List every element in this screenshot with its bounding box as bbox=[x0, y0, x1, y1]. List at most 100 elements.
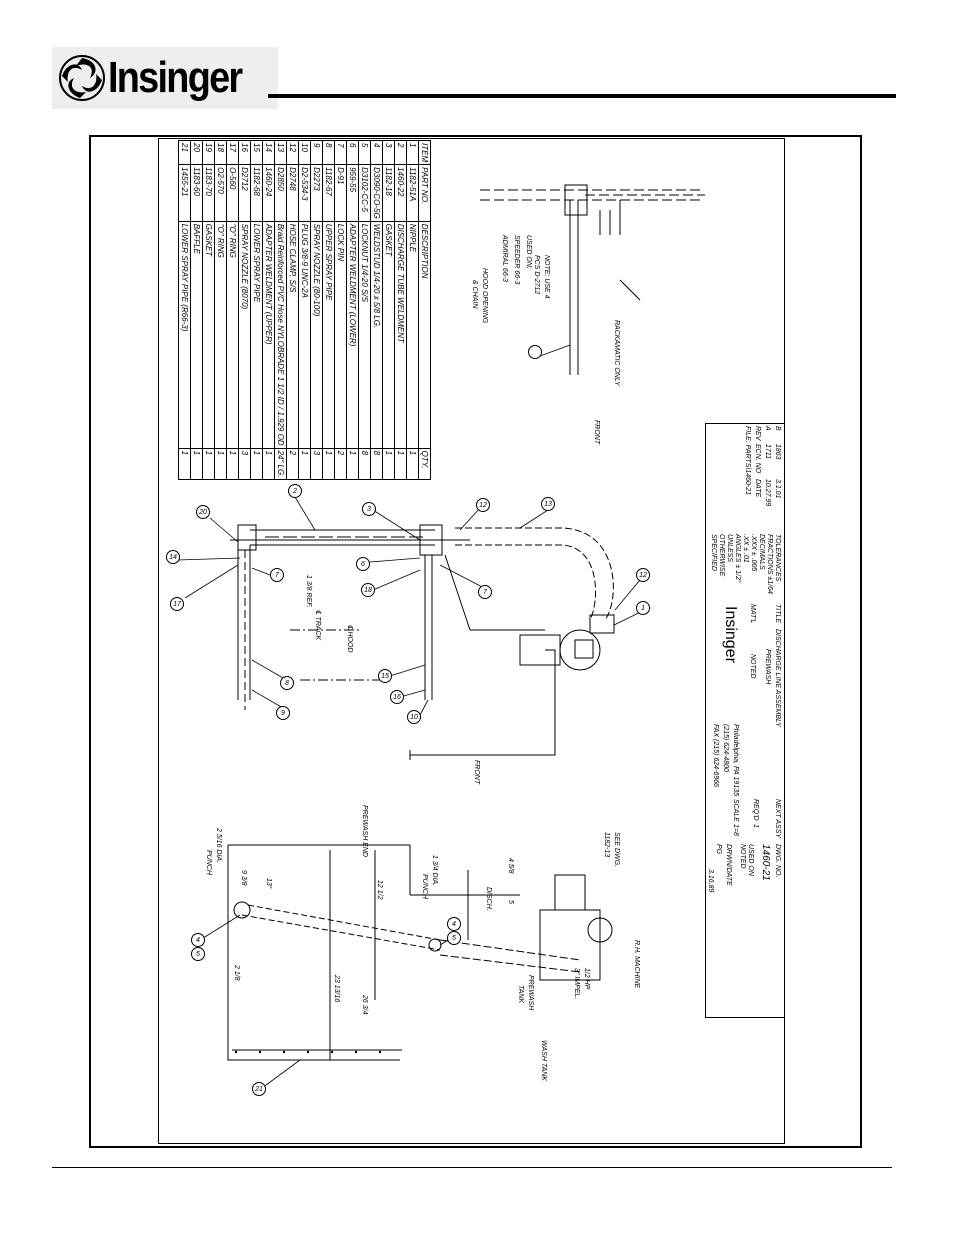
tol-6: UNLESS bbox=[726, 534, 733, 563]
col-item: ITEM bbox=[418, 140, 431, 165]
cell-qty: 1 bbox=[394, 448, 407, 480]
disch-label: DISCH. bbox=[485, 887, 492, 911]
company-fax: FAX (215) 624-6966 bbox=[712, 724, 719, 787]
next-assy-label: NEXT ASSY bbox=[774, 799, 781, 839]
balloon-19: 20 bbox=[196, 505, 210, 519]
cell-description: GASKET bbox=[202, 221, 215, 449]
date-header: DATE bbox=[754, 479, 761, 498]
dim-12-1-2: 12 1/2 bbox=[376, 880, 383, 900]
rev-a-letter: A bbox=[764, 426, 771, 431]
note-label: NOTE: USE 4 bbox=[543, 255, 550, 299]
rev-b-date: 3.1.01 bbox=[774, 479, 781, 499]
title-label: TITLE bbox=[774, 604, 781, 624]
cell-qty: 1 bbox=[202, 448, 215, 480]
cell-description: DISCHARGE TUBE WELDMENT bbox=[394, 221, 407, 449]
matl-value: NOTED bbox=[749, 654, 756, 679]
dwg-no-value: 1460-21 bbox=[760, 844, 771, 881]
balloon-4b: 4 bbox=[447, 917, 461, 931]
tol-4: .XX ± .01 bbox=[742, 534, 749, 563]
cell-item: 16 bbox=[238, 140, 251, 165]
rev-a-date: 10.27.99 bbox=[764, 479, 771, 507]
cell-description: HOSE CLAMP, S/S bbox=[286, 221, 299, 449]
balloon-15: 15 bbox=[378, 669, 392, 683]
cell-description: GASKET bbox=[382, 221, 395, 449]
tol-2: DECIMALS bbox=[758, 534, 765, 570]
company-name: Insinger bbox=[722, 606, 739, 663]
cell-part-no: D2-534-3 bbox=[298, 164, 311, 222]
balloon-8: 8 bbox=[280, 676, 294, 690]
drawn-label: DRWN/DATE bbox=[725, 844, 732, 886]
cell-description: BAFFLE bbox=[190, 221, 203, 449]
tol-7: OTHERWISE bbox=[718, 534, 725, 577]
balloon-16: 16 bbox=[390, 690, 404, 704]
tol-5: ANGLES ± 1/2° bbox=[734, 534, 741, 583]
cell-item: 12 bbox=[286, 140, 299, 165]
track-centerline-label: ℄ TRACK bbox=[314, 610, 321, 641]
cell-item: 4 bbox=[370, 140, 383, 165]
balloon-4a: 4 bbox=[191, 933, 205, 947]
cell-qty: 2 bbox=[286, 448, 299, 480]
balloon-9: 9 bbox=[276, 706, 290, 720]
cell-part-no: D2850 bbox=[274, 164, 287, 222]
balloon-13: 13 bbox=[541, 497, 555, 511]
cell-item: 5 bbox=[358, 140, 371, 165]
cell-description: WELDSTUD 1/4-20 x 5/8 LG. bbox=[370, 221, 383, 449]
balloon-6: 6 bbox=[356, 557, 370, 571]
cell-qty: 1 bbox=[298, 448, 311, 480]
cell-description: LOCK PIN bbox=[334, 221, 347, 449]
rh-machine-label: R.H. MACHINE bbox=[633, 940, 640, 989]
front-label-1: FRONT bbox=[593, 420, 600, 445]
reqd-label: REQ'D bbox=[752, 799, 759, 821]
cell-description: NIPPLE bbox=[406, 221, 419, 449]
cell-item: 19 bbox=[202, 140, 215, 165]
tol-3: .XXX ± .005 bbox=[750, 534, 757, 572]
cell-qty: 3 bbox=[238, 448, 251, 480]
tol-8: SPECIFIED bbox=[710, 534, 717, 571]
balloon-7b: 7 bbox=[478, 585, 492, 599]
impeller-label: 3" IMPEL. bbox=[573, 968, 580, 1000]
balloon-14: 14 bbox=[166, 550, 180, 564]
brand-wordmark: Insinger bbox=[108, 53, 243, 102]
cell-part-no: 1455-21 bbox=[178, 164, 191, 222]
cell-part-no: D2712 bbox=[238, 164, 251, 222]
balloon-5b: 5 bbox=[447, 931, 461, 945]
balloon-7a: 7 bbox=[270, 568, 284, 582]
footer-rule bbox=[52, 1167, 892, 1168]
see-dwg-number: 1182-13 bbox=[603, 832, 610, 858]
cell-qty: 1 bbox=[382, 448, 395, 480]
cell-description: UPPER SPRAY PIPE bbox=[322, 221, 335, 449]
wash-tank-label: WASH TANK bbox=[540, 1040, 547, 1081]
title-block: B A REV 1863 1711 ECN. NO 3.1.01 10.27.9… bbox=[705, 423, 954, 1018]
cell-item: 3 bbox=[382, 140, 395, 165]
cell-part-no: 1182-68 bbox=[250, 164, 263, 222]
cell-part-no: 1182-18 bbox=[382, 164, 395, 222]
insinger-swirl-icon bbox=[52, 47, 278, 109]
cell-description: LOCKNUT 1/4-20 S/S bbox=[358, 221, 371, 449]
balloon-5a: 5 bbox=[191, 947, 205, 961]
balloon-17: 17 bbox=[170, 597, 184, 611]
header-rule bbox=[268, 94, 896, 98]
cell-item: 18 bbox=[214, 140, 227, 165]
dim-23-13-16: 23 13/16 bbox=[333, 975, 340, 1003]
cell-description: Braid Reinforced PVC Hose NYLOBRADE 1 1/… bbox=[274, 221, 287, 449]
cell-description: "O" RING bbox=[226, 221, 239, 449]
dim-26-3-4: 26 3/4 bbox=[361, 995, 368, 1015]
cell-qty: 1 bbox=[214, 448, 227, 480]
cell-part-no: D3090-CO-5G bbox=[370, 164, 383, 222]
reqd-value: 1 bbox=[752, 824, 759, 828]
pg-label: PG bbox=[715, 844, 722, 855]
drawing-sheet bbox=[158, 138, 785, 1144]
rev-header: REV bbox=[754, 426, 761, 441]
cell-part-no: 1182-67 bbox=[322, 164, 335, 222]
company-phone: (215) 624-4800 bbox=[722, 724, 729, 772]
